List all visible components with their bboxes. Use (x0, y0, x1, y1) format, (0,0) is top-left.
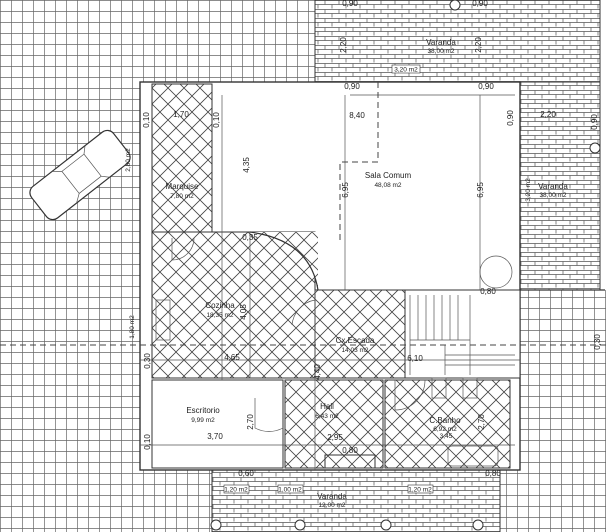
dimension-label: 4,65 (224, 353, 240, 362)
room-area-marquise: 7,80 m2 (170, 193, 194, 200)
bathtub-icon (447, 445, 499, 467)
room-area-cx-escada: 14,03 m2 (341, 347, 368, 354)
boxed-area: 1,20 m2 (224, 487, 248, 494)
dimension-label: 0,60 (238, 469, 254, 478)
dimension-label: 0,30 (143, 353, 152, 369)
room-area-sala-comum: 48,08 m2 (374, 182, 401, 189)
room-name-cx-escada: Cx.Escada (336, 336, 375, 345)
room-area-varanda-right: 38,00 m2 (539, 192, 566, 199)
car-icon (29, 129, 131, 221)
dimension-label: 2,95 (327, 433, 343, 442)
door (254, 398, 284, 432)
door (291, 299, 316, 326)
room-area-varanda-bottom: 12,00 m2 (318, 502, 345, 509)
dimension-label: 0,10 (142, 112, 151, 128)
boxed-area: 2,80 m2 (125, 148, 132, 172)
dimension-label: 1,70 (173, 110, 189, 119)
exterior-paving-bottom (140, 470, 212, 532)
room-name-c-banho: C.Banho (429, 416, 461, 425)
dimension-label: 2,70 (477, 414, 486, 430)
room-name-hall: Hall (320, 402, 334, 411)
bidet-icon (462, 377, 478, 399)
dimension-label: 2,20 (540, 110, 556, 119)
dimension-label: 3,70 (207, 432, 223, 441)
cozinha-curved-wall (212, 232, 318, 290)
hall-floor (284, 379, 384, 469)
toilet-icon (431, 377, 447, 399)
room-name-varanda-bottom: Varanda (317, 492, 347, 501)
dimension-label: 2,20 (339, 37, 348, 53)
dimension-label: 2,20 (474, 37, 483, 53)
dimension-label: 2,70 (246, 414, 255, 430)
dimension-label: 0,30 (593, 334, 602, 350)
boxed-area: 1,80 m2 (129, 315, 136, 339)
exterior-paving-top (0, 0, 315, 82)
room-area-escritorio: 9,99 m2 (191, 417, 215, 424)
boxed-area: 1,20 m2 (408, 487, 432, 494)
exterior-paving (0, 0, 140, 532)
c-banho-floor (384, 379, 511, 469)
dimension-label: 4,40 (313, 364, 322, 380)
dimension-label: 0,35 (242, 233, 258, 242)
columns (210, 0, 601, 531)
dimension-label: 3,45 (440, 433, 453, 440)
room-area-c-banho: 6,92 m2 (433, 426, 457, 433)
dimension-label: 4,35 (242, 157, 251, 173)
room-area-varanda-top: 38,00 m2 (427, 48, 454, 55)
room-name-cozinha: Cozinha (205, 301, 235, 310)
room-area-cozinha: 18,35 m2 (206, 312, 233, 319)
room-name-varanda-top: Varanda (426, 38, 456, 47)
dimension-label: 4,05 (239, 304, 248, 320)
staircase (404, 289, 521, 379)
entrance-step (324, 454, 376, 469)
dimension-label: 0,90 (506, 110, 515, 126)
escritorio-floor (151, 379, 284, 469)
room-area-hall: 6,43 m2 (315, 413, 339, 420)
sink-icon (155, 299, 171, 341)
boxed-area: 3,20 m2 (394, 67, 418, 74)
dimension-label: 0,90 (478, 82, 494, 91)
dimension-label: 0,80 (342, 446, 358, 455)
dimension-label: 0,80 (485, 469, 501, 478)
dimension-label: 0,10 (143, 434, 152, 450)
dimension-label: 0,90 (590, 114, 599, 130)
room-name-sala-comum: Sala Comum (365, 171, 412, 180)
door (394, 379, 426, 411)
marquise-floor (151, 83, 213, 233)
dimension-label: 0,90 (472, 0, 488, 8)
boxed-area: 3,20 m2 (525, 178, 532, 202)
boxed-area: 1,00 m2 (278, 487, 302, 494)
cx-escada-floor (314, 289, 406, 379)
dimension-label: 0,10 (212, 112, 221, 128)
dimension-label: 6,95 (476, 182, 485, 198)
dimension-label: 0,80 (480, 287, 496, 296)
dimension-label: 6,10 (407, 354, 423, 363)
spiral-stair (479, 255, 513, 289)
dimension-label: 0,90 (342, 0, 358, 8)
room-name-marquise: Marquise (166, 182, 199, 191)
varanda-top-floor (314, 0, 601, 83)
dimension-label: 8,40 (349, 111, 365, 120)
varanda-bottom-floor (211, 469, 501, 532)
dimension-label: 6,95 (341, 182, 350, 198)
door (171, 237, 195, 261)
room-name-varanda-right: Varanda (538, 182, 568, 191)
dimension-label: 0,90 (344, 82, 360, 91)
room-name-escritorio: Escritorio (186, 406, 220, 415)
